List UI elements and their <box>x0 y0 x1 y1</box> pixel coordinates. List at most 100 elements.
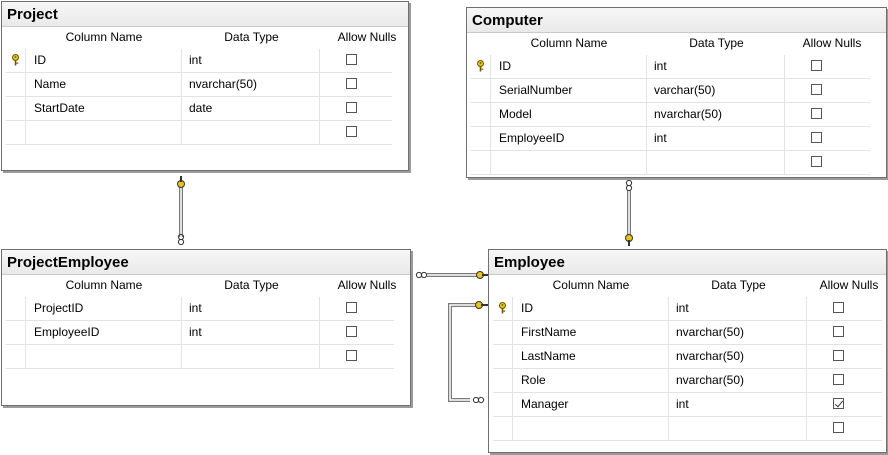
column-name-cell[interactable] <box>26 345 182 368</box>
allow-nulls-checkbox[interactable] <box>811 60 822 71</box>
row-selector[interactable] <box>6 73 26 96</box>
data-type-cell[interactable] <box>670 417 807 440</box>
column-name-cell[interactable] <box>513 417 669 440</box>
column-name-cell[interactable]: LastName <box>513 345 669 368</box>
column-name-cell[interactable]: ID <box>491 55 647 78</box>
allow-nulls-checkbox[interactable] <box>346 326 357 337</box>
allow-nulls-checkbox[interactable] <box>833 398 844 409</box>
data-type-cell[interactable]: nvarchar(50) <box>670 321 807 344</box>
row-selector[interactable] <box>493 417 513 440</box>
data-type-cell[interactable]: date <box>183 97 320 120</box>
row-selector[interactable] <box>6 121 26 144</box>
data-type-cell[interactable]: nvarchar(50) <box>648 103 785 126</box>
row-selector[interactable] <box>471 79 491 102</box>
row-selector[interactable] <box>493 297 513 320</box>
allow-nulls-checkbox[interactable] <box>346 126 357 137</box>
column-name-cell[interactable] <box>491 151 647 174</box>
allow-nulls-checkbox[interactable] <box>833 302 844 313</box>
table-row[interactable] <box>6 121 392 145</box>
column-name-cell[interactable]: StartDate <box>26 97 182 120</box>
column-name-cell[interactable] <box>26 121 182 144</box>
row-selector[interactable] <box>6 345 26 368</box>
row-selector[interactable] <box>471 151 491 174</box>
column-name-cell[interactable]: Role <box>513 369 669 392</box>
rel-project-projectemployee[interactable] <box>177 176 185 246</box>
column-name-cell[interactable]: FirstName <box>513 321 669 344</box>
row-selector[interactable] <box>471 103 491 126</box>
table-row[interactable] <box>493 417 882 441</box>
table-row[interactable] <box>6 345 394 369</box>
column-name-cell[interactable]: Manager <box>513 393 669 416</box>
column-name-cell[interactable]: ID <box>513 297 669 320</box>
row-selector[interactable] <box>6 321 26 344</box>
data-type-cell[interactable] <box>183 121 320 144</box>
column-name-cell[interactable]: ProjectID <box>26 297 182 320</box>
column-name-cell[interactable]: EmployeeID <box>491 127 647 150</box>
data-type-cell[interactable] <box>648 151 785 174</box>
allow-nulls-checkbox[interactable] <box>811 108 822 119</box>
column-name-cell[interactable]: Name <box>26 73 182 96</box>
row-selector[interactable] <box>471 55 491 78</box>
allow-nulls-checkbox[interactable] <box>833 422 844 433</box>
column-name-cell[interactable]: SerialNumber <box>491 79 647 102</box>
data-type-cell[interactable]: nvarchar(50) <box>670 369 807 392</box>
column-name-cell[interactable]: ID <box>26 49 182 72</box>
row-selector[interactable] <box>471 127 491 150</box>
table-row[interactable] <box>471 151 870 175</box>
row-selector[interactable] <box>6 49 26 72</box>
row-selector[interactable] <box>493 369 513 392</box>
allow-nulls-checkbox[interactable] <box>811 156 822 167</box>
allow-nulls-checkbox[interactable] <box>346 350 357 361</box>
column-name-cell[interactable]: EmployeeID <box>26 321 182 344</box>
data-type-cell[interactable]: int <box>183 297 320 320</box>
allow-nulls-checkbox[interactable] <box>811 132 822 143</box>
row-selector[interactable] <box>6 97 26 120</box>
allow-nulls-checkbox[interactable] <box>833 350 844 361</box>
row-selector[interactable] <box>493 345 513 368</box>
table-title[interactable]: Employee <box>489 250 886 275</box>
data-type-cell[interactable]: nvarchar(50) <box>670 345 807 368</box>
data-type-cell[interactable] <box>183 345 320 368</box>
rel-projectemployee-employee[interactable] <box>415 271 488 279</box>
allow-nulls-checkbox[interactable] <box>346 102 357 113</box>
rel-employee-manager[interactable] <box>448 301 488 404</box>
row-selector[interactable] <box>6 297 26 320</box>
column-name-cell[interactable]: Model <box>491 103 647 126</box>
data-type-cell[interactable]: int <box>183 49 320 72</box>
allow-nulls-checkbox[interactable] <box>346 302 357 313</box>
data-type-cell[interactable]: int <box>670 297 807 320</box>
data-type-cell[interactable]: varchar(50) <box>648 79 785 102</box>
table-title[interactable]: ProjectEmployee <box>2 250 410 275</box>
data-type-cell[interactable]: int <box>183 321 320 344</box>
allow-nulls-checkbox[interactable] <box>811 84 822 95</box>
table-title[interactable]: Computer <box>467 8 886 33</box>
data-type-cell[interactable]: int <box>648 127 785 150</box>
data-type-cell[interactable]: int <box>648 55 785 78</box>
row-selector[interactable] <box>493 393 513 416</box>
table-title[interactable]: Project <box>2 2 408 27</box>
data-type-cell[interactable]: int <box>670 393 807 416</box>
allow-nulls-checkbox[interactable] <box>833 374 844 385</box>
allow-nulls-checkbox[interactable] <box>833 326 844 337</box>
data-type-cell[interactable]: nvarchar(50) <box>183 73 320 96</box>
rel-computer-employee[interactable] <box>625 179 633 246</box>
allow-nulls-checkbox[interactable] <box>346 54 357 65</box>
allow-nulls-checkbox[interactable] <box>346 78 357 89</box>
